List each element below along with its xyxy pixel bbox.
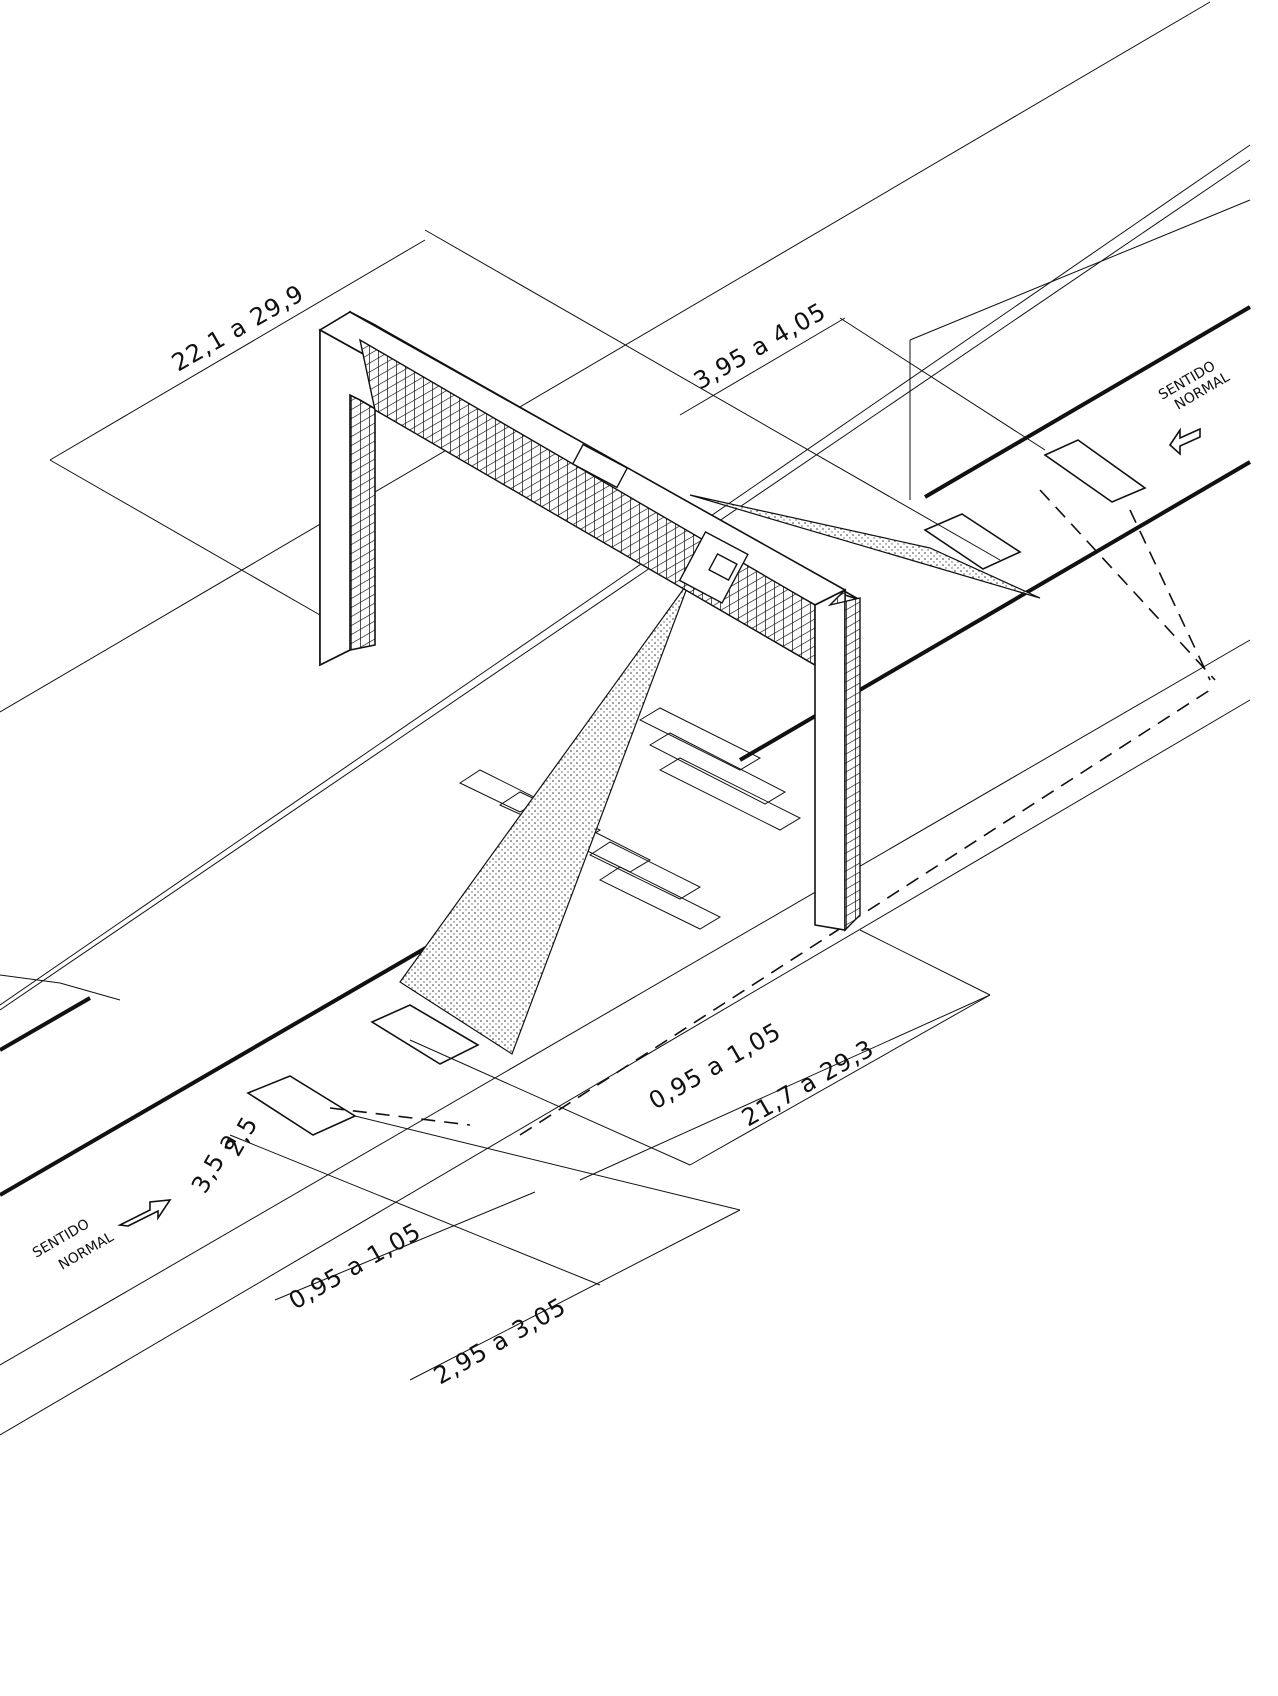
crosswalk [458,707,802,930]
dim-gantry-span: 22,1 a 29,9 [167,279,309,377]
camera-cones [399,494,1041,1055]
dimension-lines [49,229,1046,1381]
gantry [318,310,861,932]
dim-loop-spacing: 3,5 a [186,1127,243,1198]
arrow-left-icon [1168,427,1201,456]
dim-lane-width-bottom: 2,95 a 3,05 [429,1292,571,1390]
dim-offset-left: 0,95 a 1,05 [284,1217,426,1315]
arrow-right-icon [117,1199,172,1227]
dashed-guides [329,489,1216,1136]
dim-lane-width-top: 3,95 a 4,05 [689,297,831,395]
